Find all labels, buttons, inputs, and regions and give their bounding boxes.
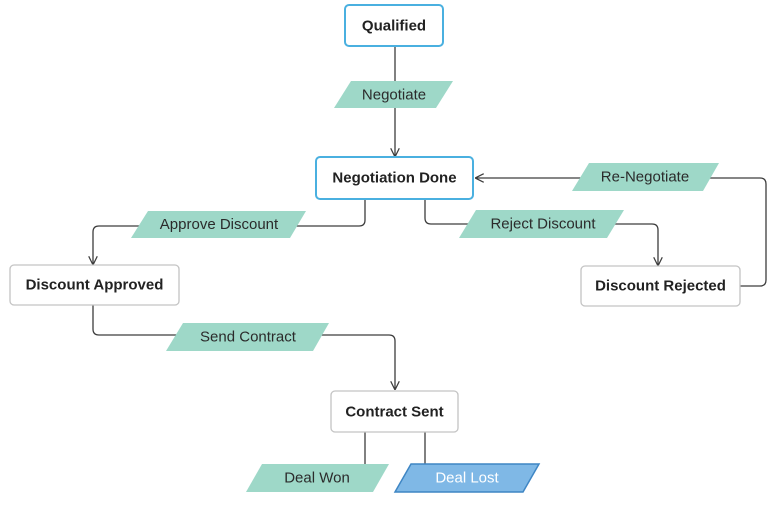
state-discount-approved-label: Discount Approved [26, 277, 164, 294]
state-negotiation-done[interactable]: Negotiation Done [315, 156, 474, 200]
transition-send-contract-label: Send Contract [200, 329, 297, 346]
state-discount-rejected-label: Discount Rejected [595, 278, 726, 295]
transition-negotiate-label: Negotiate [362, 87, 426, 104]
transition-reject-discount[interactable]: Reject Discount [459, 210, 624, 238]
state-discount-rejected[interactable]: Discount Rejected [580, 265, 741, 307]
transition-deal-lost[interactable]: Deal Lost [393, 463, 541, 493]
state-negotiation-done-label: Negotiation Done [332, 170, 456, 187]
transition-deal-won[interactable]: Deal Won [246, 464, 389, 492]
state-qualified-label: Qualified [362, 18, 426, 35]
transition-approve-discount-label: Approve Discount [160, 216, 279, 233]
transition-reject-discount-label: Reject Discount [490, 216, 596, 233]
state-discount-approved[interactable]: Discount Approved [9, 264, 180, 306]
transition-negotiate[interactable]: Negotiate [334, 81, 453, 108]
transition-send-contract[interactable]: Send Contract [166, 323, 329, 351]
edge-discount-rejected-to-negotiation-done [476, 178, 767, 287]
state-contract-sent[interactable]: Contract Sent [330, 390, 459, 433]
transition-re-negotiate[interactable]: Re-Negotiate [572, 163, 719, 191]
state-contract-sent-label: Contract Sent [345, 404, 443, 421]
transition-deal-lost-label: Deal Lost [435, 470, 499, 487]
transition-deal-won-label: Deal Won [284, 470, 350, 487]
state-qualified[interactable]: Qualified [344, 4, 444, 47]
transition-re-negotiate-label: Re-Negotiate [601, 169, 689, 186]
transition-approve-discount[interactable]: Approve Discount [131, 211, 306, 238]
